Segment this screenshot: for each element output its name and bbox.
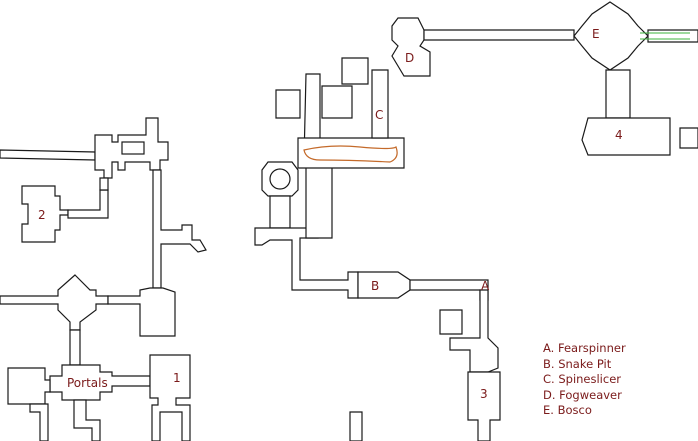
- marker-c: C: [375, 108, 384, 122]
- marker-d: D: [405, 51, 415, 65]
- marker-two: 2: [38, 208, 46, 222]
- map-legend: A. Fearspinner B. Snake Pit C. Spineslic…: [543, 341, 626, 419]
- legend-item-snake-pit: B. Snake Pit: [543, 356, 612, 371]
- north-left-room: [275, 89, 301, 119]
- portals-south-corridor: [73, 399, 101, 441]
- west-vertical-corridor: [152, 169, 207, 289]
- snake-pit-corridor: [409, 279, 489, 301]
- legend-item-fogweaver: D. Fogweaver: [543, 387, 622, 402]
- ring-room-core: [269, 168, 291, 190]
- room-3: [467, 371, 501, 441]
- crossroads-east-corridor: [107, 287, 176, 337]
- lava-hall: [297, 137, 405, 169]
- room-2-passage: [67, 189, 109, 219]
- bosco-room: [573, 1, 649, 71]
- room-4: [581, 117, 671, 156]
- spineslicer-corridor: [371, 69, 389, 139]
- room-1: [149, 354, 191, 441]
- fearspinner-side-room: [439, 309, 463, 335]
- room-4-annex: [679, 127, 698, 149]
- portals-corridor: [69, 329, 81, 366]
- room-2: [21, 185, 69, 243]
- lava-channel: [303, 145, 398, 163]
- north-middle-room: [321, 85, 353, 119]
- west-corridor: [0, 149, 96, 161]
- marker-e: E: [592, 27, 600, 41]
- south-small-room: [349, 411, 363, 441]
- east-corridor: [647, 29, 698, 43]
- marker-portals: Portals: [67, 376, 108, 390]
- legend-item-fearspinner: A. Fearspinner: [543, 341, 626, 355]
- snake-pit-room: [357, 271, 411, 299]
- legend-item-spineslicer: C. Spineslicer: [543, 372, 622, 386]
- southwest-corridor: [29, 403, 49, 441]
- marker-four: 4: [615, 128, 623, 142]
- crossroads-diamond: [0, 274, 109, 331]
- northwest-stub: [121, 141, 145, 155]
- north-corridor: [423, 29, 575, 41]
- marker-b: B: [371, 279, 380, 293]
- legend-item-bosco: E. Bosco: [543, 403, 592, 417]
- marker-three: 3: [480, 387, 488, 401]
- ring-room-south: [269, 195, 291, 229]
- marker-a: A: [481, 279, 490, 293]
- fogweaver-room: [391, 17, 431, 77]
- marker-one: 1: [173, 371, 181, 385]
- north-top-room: [341, 57, 369, 85]
- southwest-room: [7, 367, 51, 405]
- bosco-south-corridor: [605, 69, 631, 119]
- northwest-link: [99, 177, 109, 191]
